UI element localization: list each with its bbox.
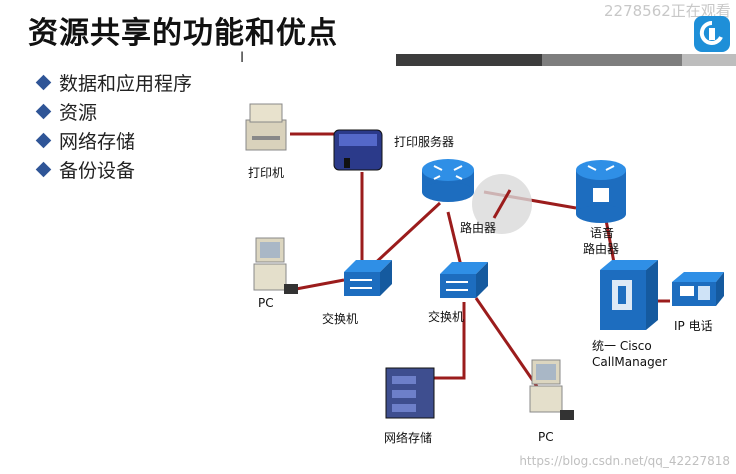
callmanager-label-1: 统一 Cisco xyxy=(592,339,652,353)
callmanager-server-icon xyxy=(600,260,658,330)
header-bar-mid xyxy=(542,54,682,66)
switch-icon xyxy=(344,260,392,296)
ip-phone-icon xyxy=(672,272,724,306)
voice-router-label-1: 语音 xyxy=(590,225,614,240)
viewer-overlay-text: 2278562正在观看 xyxy=(604,2,731,20)
printer-label: 打印机 xyxy=(248,166,284,180)
router-label: 路由器 xyxy=(460,220,496,235)
print-server-label: 打印服务器 xyxy=(394,134,454,149)
logo-icon xyxy=(694,16,730,52)
nas-label: 网络存储 xyxy=(384,430,432,445)
bullet-item: 网络存储 xyxy=(35,126,192,155)
bullet-item: 数据和应用程序 xyxy=(35,68,192,97)
print-server-icon xyxy=(333,129,383,171)
pc-bottom-label: PC xyxy=(538,430,554,444)
pc-icon xyxy=(529,359,574,420)
watermark: https://blog.csdn.net/qq_42227818 xyxy=(519,454,730,468)
link-router-switch2 xyxy=(446,211,464,271)
printer-icon xyxy=(245,103,287,151)
nas-storage-icon xyxy=(385,367,435,419)
pc-left-label: PC xyxy=(258,296,274,310)
router-icon xyxy=(422,159,474,202)
link-switch-router xyxy=(370,201,442,268)
bullet-item: 备份设备 xyxy=(35,155,192,184)
header-bar-light xyxy=(682,54,736,66)
link-switch2-nas xyxy=(430,302,466,380)
slide-title: 资源共享的功能和优点 xyxy=(28,16,338,51)
link-pc-switch xyxy=(295,278,345,291)
ip-phone-label: IP 电话 xyxy=(674,319,713,333)
switch-center-label: 交换机 xyxy=(428,309,464,324)
switch-icon xyxy=(440,262,488,298)
wan-link xyxy=(492,189,512,219)
voice-router-label-2: 路由器 xyxy=(583,241,619,256)
bullet-item: 资源 xyxy=(35,97,192,126)
pc-icon xyxy=(253,237,298,294)
header-bar-dark xyxy=(396,54,542,66)
callmanager-label-2: CallManager xyxy=(592,355,667,369)
voice-router-icon xyxy=(576,160,626,223)
link-switch2-pc xyxy=(474,297,540,389)
text-cursor-icon: I xyxy=(240,50,245,66)
bullet-list: 数据和应用程序 资源 网络存储 备份设备 xyxy=(35,68,192,184)
switch-left-label: 交换机 xyxy=(322,311,358,326)
